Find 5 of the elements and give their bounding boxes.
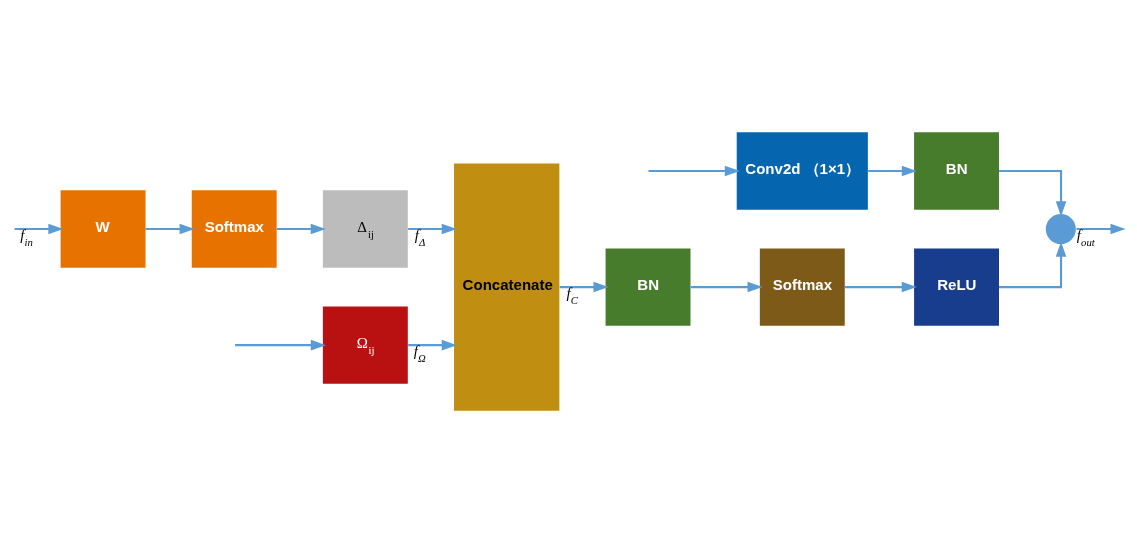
edge-label: f$_{out}$: [1076, 227, 1095, 249]
edge-label: f$_{C}$: [566, 285, 578, 307]
edge-label: f$_{Δ}$: [414, 227, 426, 249]
edge-label: f$_{Ω}$: [413, 343, 426, 365]
edge-label: f$_{in}$: [20, 227, 33, 249]
